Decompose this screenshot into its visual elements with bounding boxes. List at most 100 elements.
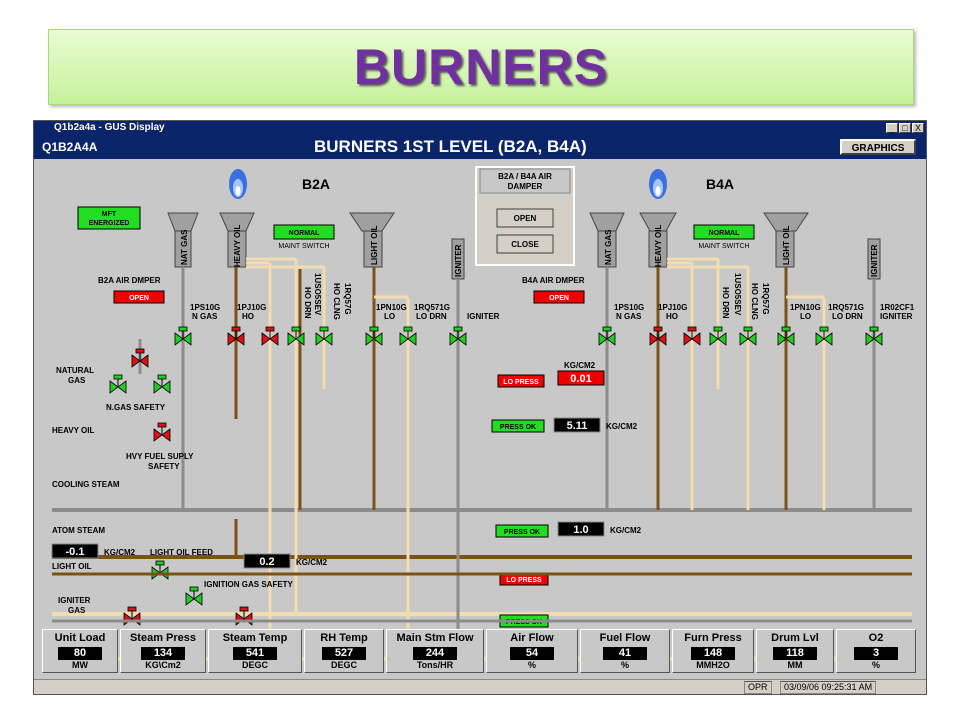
valve-tag: 1RQ57G bbox=[343, 283, 352, 315]
ignition-gas-safety-valve[interactable] bbox=[185, 586, 203, 606]
panel-value: 541 bbox=[233, 647, 277, 660]
panel-label: RH Temp bbox=[320, 632, 368, 644]
valve-tag: 1PS10G bbox=[614, 303, 644, 312]
display-id: Q1B2A4A bbox=[42, 140, 98, 154]
igniter-gas-label: IGNITER bbox=[58, 596, 91, 605]
valve-tag: 1RQ571G bbox=[414, 303, 450, 312]
n-gas-safety-valve[interactable] bbox=[153, 374, 171, 394]
minimize-button[interactable]: _ bbox=[886, 123, 898, 133]
panel-rh-temp: RH Temp 527 DEGC bbox=[304, 629, 384, 673]
valve-tag: 1R02CF1 bbox=[880, 303, 915, 312]
maximize-button[interactable]: □ bbox=[899, 123, 911, 133]
cooling-steam-label: COOLING STEAM bbox=[52, 480, 120, 489]
atom-unit: KG/CM2 bbox=[610, 526, 642, 535]
pipe-igniter-right: IGNITER bbox=[867, 238, 881, 280]
valve-tag: HO CLNG bbox=[750, 283, 759, 320]
gas-lo-press-alarm bbox=[497, 374, 545, 388]
panel-value: 80 bbox=[58, 647, 102, 660]
atom-press-value-box bbox=[557, 521, 605, 537]
panel-fuel-flow: Fuel Flow 41 % bbox=[580, 629, 670, 673]
gus-display-window: Q1b2a4a - GUS Display _ □ X Q1B2A4A BURN… bbox=[33, 120, 927, 695]
normal-badge bbox=[273, 224, 335, 240]
panel-label: Drum Lvl bbox=[771, 632, 819, 644]
pipe-heavy-oil-right: HEAVY OIL bbox=[639, 212, 677, 268]
b4a-air-damper-label: B4A AIR DMPER bbox=[522, 276, 585, 285]
graphics-button[interactable]: GRAPHICS bbox=[840, 139, 916, 155]
valve-tag: 1USO5SEV bbox=[733, 273, 742, 316]
heavy-unit: KG/CM2 bbox=[606, 422, 638, 431]
panel-value: 134 bbox=[141, 647, 185, 660]
panel-o2: O2 3 % bbox=[836, 629, 916, 673]
pipe-light-oil-right: LIGHT OIL bbox=[763, 212, 809, 268]
pipe-label: LIGHT OIL bbox=[370, 225, 379, 265]
light-oil-label: LIGHT OIL bbox=[52, 562, 92, 571]
damper-open-text: OPEN bbox=[514, 214, 537, 223]
valve-tag: 1PN10G bbox=[790, 303, 821, 312]
pipe-label: HEAVY OIL bbox=[654, 225, 663, 267]
ign-lo-press-text: LO PRESS bbox=[506, 577, 542, 584]
light-oil-feed-label: LIGHT OIL FEED bbox=[150, 548, 213, 557]
pipe-nat-gas-left: NAT GAS bbox=[167, 212, 199, 268]
panel-label: Fuel Flow bbox=[599, 632, 651, 644]
b2a-air-damper-state[interactable] bbox=[113, 290, 165, 304]
hvy-fuel-safety-valve[interactable] bbox=[153, 422, 171, 442]
damper-popup-title: B2A / B4A AIR bbox=[498, 172, 552, 181]
panel-unit: DEGC bbox=[241, 660, 268, 670]
pipe-label: IGNITER bbox=[870, 244, 879, 277]
panel-label: Steam Press bbox=[129, 632, 197, 644]
normal-badge bbox=[693, 224, 755, 240]
valve-tag: HO bbox=[242, 312, 254, 321]
atom-steam-label: ATOM STEAM bbox=[52, 526, 105, 535]
damper-close-button[interactable] bbox=[496, 234, 554, 254]
heavy-press-ok bbox=[491, 419, 545, 433]
panel-value: 527 bbox=[322, 647, 366, 660]
damper-open-button[interactable] bbox=[496, 208, 554, 228]
pipe-label: NAT GAS bbox=[180, 229, 189, 265]
valve-tag: N GAS bbox=[192, 312, 218, 321]
panel-value: 3 bbox=[854, 647, 898, 660]
panel-value: 41 bbox=[603, 647, 647, 660]
lo-feed-value: 0.2 bbox=[259, 556, 274, 568]
pipe-nat-gas-right: NAT GAS bbox=[589, 212, 625, 268]
burner-b4a: B4A NAT GAS HEAVY OIL NORMAL MAINT SWITC… bbox=[522, 169, 915, 510]
valve-tag: 1PS10G bbox=[190, 303, 220, 312]
display-title: BURNERS 1ST LEVEL (B2A, B4A) bbox=[314, 137, 587, 156]
b4a-air-damper-state[interactable] bbox=[533, 290, 585, 304]
valve-tag: N GAS bbox=[616, 312, 642, 321]
panel-label: Steam Temp bbox=[222, 632, 288, 644]
light-oil-feed-valve[interactable] bbox=[151, 560, 169, 580]
pipe-label: LIGHT OIL bbox=[782, 225, 791, 265]
gas-lo-press-text: LO PRESS bbox=[503, 379, 539, 386]
n-gas-safety-label: N.GAS SAFETY bbox=[106, 403, 166, 412]
maint-switch-label: MAINT SWITCH bbox=[278, 243, 329, 250]
gas-press-value-box bbox=[557, 370, 605, 386]
atom-press-ok-text: PRESS OK bbox=[504, 529, 540, 536]
slide-title: BURNERS bbox=[353, 39, 609, 95]
panel-label: Air Flow bbox=[510, 632, 554, 644]
panel-unit: DEGC bbox=[330, 660, 357, 670]
window-titlebar: Q1b2a4a - GUS Display _ □ X bbox=[34, 121, 926, 135]
valve-tag: HO DRN bbox=[721, 287, 730, 319]
maint-switch-label: MAINT SWITCH bbox=[698, 243, 749, 250]
normal-badge-text: NORMAL bbox=[289, 230, 320, 237]
panel-unit-load: Unit Load 80 MW bbox=[42, 629, 118, 673]
valve-tag: 1RQ57G bbox=[761, 283, 770, 315]
panel-unit: MW bbox=[72, 660, 88, 670]
n-gas-safety-valve[interactable] bbox=[109, 374, 127, 394]
valve-tag: LO bbox=[384, 312, 395, 321]
ignition-gas-safety-label: IGNITION GAS SAFETY bbox=[204, 580, 294, 589]
panel-unit: KG\Cm2 bbox=[145, 660, 181, 670]
valve-tag: 1PN10G bbox=[376, 303, 407, 312]
panel-label: Unit Load bbox=[54, 632, 106, 644]
pipe-igniter-left: IGNITER bbox=[451, 238, 465, 280]
valve-tag: HO CLNG bbox=[332, 283, 341, 320]
flame-icon bbox=[229, 169, 247, 199]
panel-unit: % bbox=[871, 660, 880, 670]
panel-label: Furn Press bbox=[684, 632, 742, 644]
pipe-label: IGNITER bbox=[454, 244, 463, 277]
close-button[interactable]: X bbox=[912, 123, 924, 133]
b2a-air-damper-state-text: OPEN bbox=[129, 295, 149, 302]
mft-line2: ENERGIZED bbox=[89, 220, 130, 227]
natural-gas-label2: GAS bbox=[68, 376, 86, 385]
valve-tag: 1RQ571G bbox=[828, 303, 864, 312]
